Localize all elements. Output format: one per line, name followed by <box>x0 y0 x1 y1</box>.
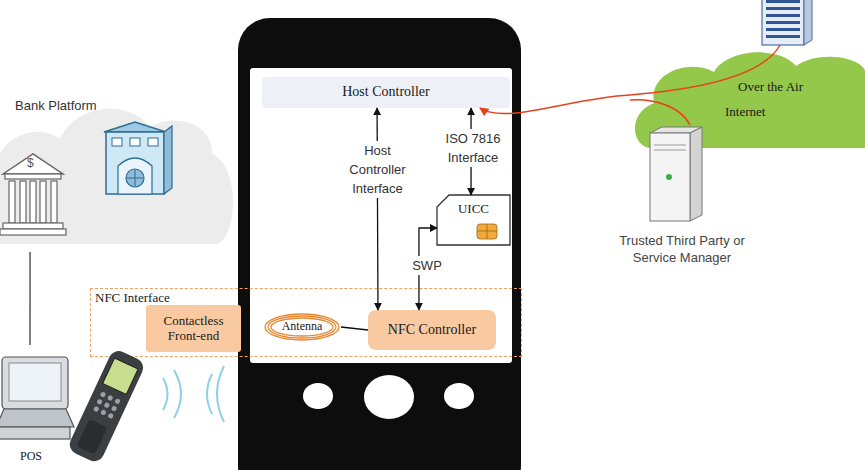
pos-part <box>2 357 68 409</box>
pos-part <box>66 348 146 465</box>
connector <box>376 108 378 310</box>
server-part <box>654 145 686 146</box>
bank-cloud-part <box>20 181 26 223</box>
pos-part <box>66 348 146 465</box>
bank-cloud-part <box>9 181 15 223</box>
wireless-wave <box>217 366 224 422</box>
internet-cloud-part <box>766 7 800 10</box>
server-part <box>654 150 686 151</box>
bank-platform-cloud: Bank Platform <box>0 92 235 252</box>
bank-cloud-part <box>3 223 63 229</box>
pos-part <box>107 412 114 419</box>
pos-part <box>111 405 118 412</box>
bank-cloud-part <box>106 132 164 194</box>
pos-part <box>104 402 111 409</box>
connector <box>29 252 31 345</box>
sim-card-part <box>487 224 488 239</box>
bank-cloud-part <box>30 181 36 223</box>
pos-part <box>100 409 107 416</box>
bank-cloud-part <box>5 174 61 179</box>
interface-band: NFC InterfaceContactless Front-end Antenn… <box>90 288 522 357</box>
edge-label: SWP <box>410 256 444 275</box>
pos-part <box>93 406 100 413</box>
wireless-wave <box>207 374 212 414</box>
node-text: NFC Controller <box>368 310 496 350</box>
device-label: POS <box>20 449 42 464</box>
bank-cloud-part <box>112 138 122 146</box>
phone-screen <box>250 68 512 363</box>
sim-card-part <box>477 224 497 239</box>
pos-part <box>96 398 103 405</box>
bank-cloud-part <box>127 178 143 179</box>
icon-symbol: $ <box>27 156 34 170</box>
edge-label: ISO 7816 Interface <box>437 129 509 167</box>
internet-cloud-part <box>766 21 800 24</box>
internet-cloud-part <box>762 0 804 45</box>
antenna-coil: Antenna <box>263 312 341 342</box>
pos-part <box>0 427 70 439</box>
connector <box>341 327 368 330</box>
phone-button <box>303 383 333 409</box>
server-part <box>666 174 672 180</box>
cloud-heading: Bank Platform <box>15 98 97 113</box>
node-text: Host Controller <box>262 77 510 108</box>
bank-cloud-part <box>40 181 46 223</box>
internet-cloud-part <box>766 35 800 38</box>
phone-button <box>364 375 414 419</box>
ota-link <box>480 95 630 114</box>
bank-platform-cloud-outline <box>0 92 235 252</box>
cloud-text: Over the Air <box>738 79 803 95</box>
pos-terminal: POS <box>0 345 160 470</box>
process-box: Host Controller <box>262 77 510 108</box>
band-heading: NFC Interface <box>95 290 170 306</box>
bank-cloud-part <box>148 138 158 146</box>
process-box: Contactless Front-end <box>146 305 241 352</box>
internet-cloud-part <box>766 14 800 17</box>
pos-part <box>77 419 108 455</box>
internet-cloud-part <box>766 28 800 31</box>
bank-cloud-part <box>3 154 63 174</box>
pos-part <box>107 395 114 402</box>
phone-body <box>238 18 521 470</box>
node-text: UICC <box>437 201 510 217</box>
bank-cloud-part <box>0 229 66 235</box>
internet-cloud-part <box>804 0 812 45</box>
server-node-outline <box>612 125 752 270</box>
pos-part <box>103 358 138 394</box>
ota-link <box>630 100 690 125</box>
server-part <box>690 127 702 221</box>
bank-cloud-part <box>118 158 152 194</box>
pos-part <box>100 391 107 398</box>
server-part <box>650 133 690 221</box>
wireless-wave <box>174 370 181 418</box>
sim-card-part <box>437 195 510 245</box>
bank-cloud-part <box>126 169 144 187</box>
phone-button <box>444 383 474 409</box>
bank-cloud-part <box>0 109 233 244</box>
cloud-text: Internet <box>725 104 765 120</box>
bank-cloud-part <box>104 122 166 132</box>
bank-cloud-part <box>51 181 57 223</box>
node-text: Antenna <box>263 312 341 342</box>
pos-part <box>114 398 121 405</box>
internet-cloud-part <box>766 0 800 3</box>
sim-card: UICC <box>437 195 510 245</box>
wireless-wave <box>163 378 168 410</box>
bank-cloud-part <box>164 126 172 194</box>
node-text: Contactless Front-end <box>146 305 241 352</box>
edge-label: Host Controller Interface <box>340 141 415 198</box>
pos-part <box>9 363 61 401</box>
server-caption: Trusted Third Party or Service Manager <box>619 232 745 266</box>
pos-part <box>0 409 74 427</box>
process-box: NFC Controller <box>368 310 496 350</box>
bank-cloud-part <box>130 138 140 146</box>
server-node: Trusted Third Party or Service Manager <box>612 125 752 270</box>
